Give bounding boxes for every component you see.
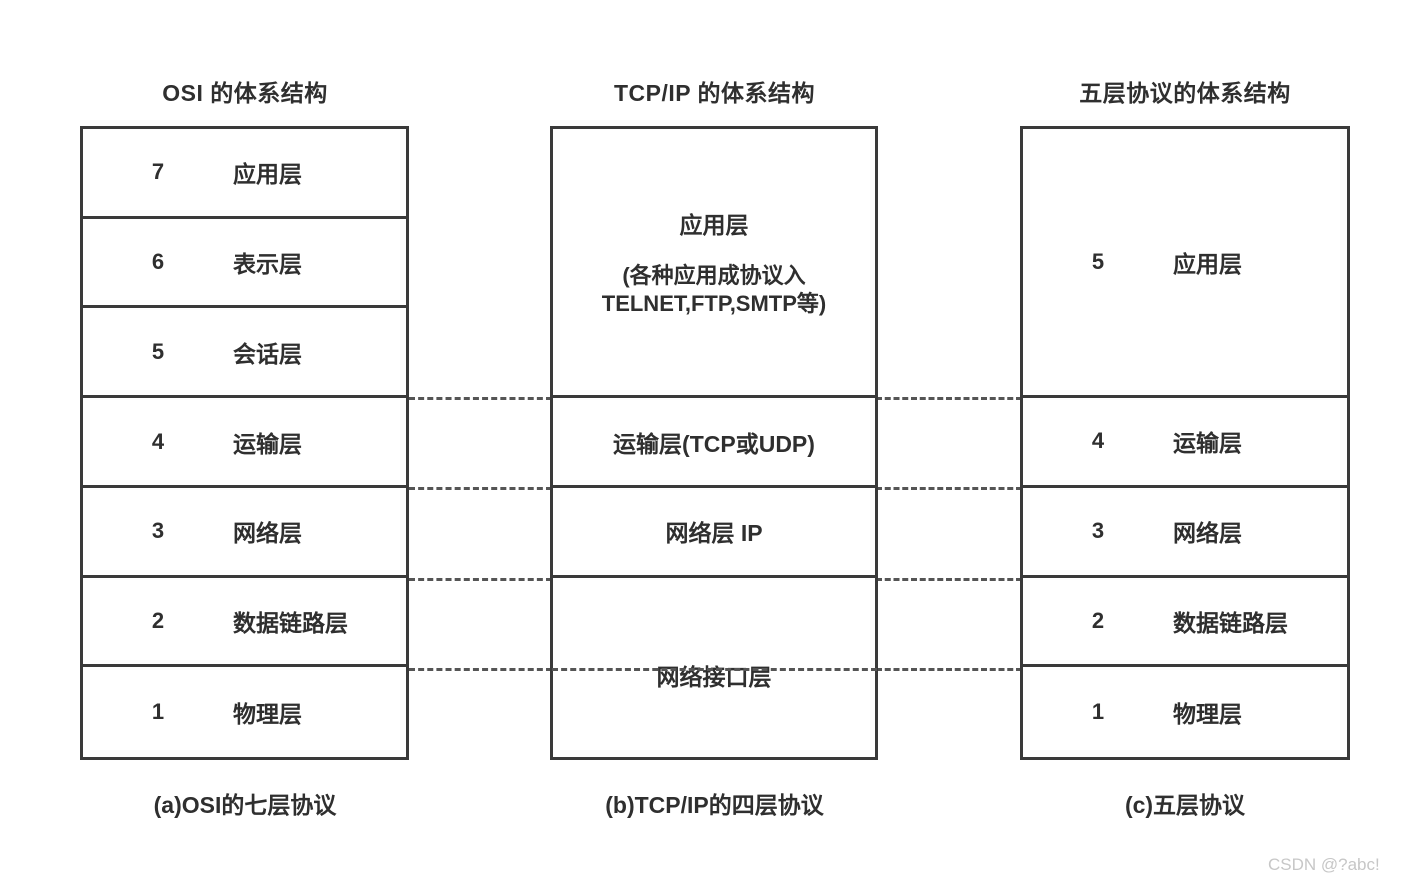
stack-tcpip: 应用层 (各种应用成协议入 TELNET,FTP,SMTP等) 运输层(TCP或… [550,126,878,760]
osi-layer-4[interactable]: 4 运输层 [83,398,406,488]
osi-layer-4-number: 4 [151,428,165,454]
five-layer-1-number: 1 [1091,698,1105,724]
tcpip-transport-layer-label: 运输层(TCP或UDP) [613,430,815,457]
osi-layer-2-label: 数据链路层 [233,609,348,636]
osi-layer-1[interactable]: 1 物理层 [83,667,406,757]
osi-layer-5-number: 5 [151,338,165,364]
column-caption-five-layer: (c)五层协议 [1124,792,1246,818]
five-layer-2-label: 数据链路层 [1173,609,1288,636]
five-layer-2-number: 2 [1091,607,1105,633]
five-layer-5-number: 5 [1091,249,1105,275]
osi-layer-7-label: 应用层 [233,161,302,188]
tcpip-network-layer[interactable]: 网络层 IP [553,487,875,578]
connector-dash-osi-tcpip-network-bottom [409,578,552,581]
watermark-text: CSDN @?abc! [1268,855,1380,874]
connector-dash-tcpip-five-interface [876,668,1022,671]
osi-layer-6-number: 6 [151,249,165,275]
connector-dash-through-interface-layer [552,668,877,671]
five-layer-4-label: 运输层 [1173,430,1242,457]
connector-dash-osi-tcpip-interface [409,668,552,671]
five-layer-4[interactable]: 4 运输层 [1023,398,1347,488]
connector-dash-tcpip-five-transport-top [876,397,1022,400]
tcpip-application-layer[interactable]: 应用层 (各种应用成协议入 TELNET,FTP,SMTP等) [553,129,875,399]
five-layer-2[interactable]: 2 数据链路层 [1023,577,1347,667]
tcpip-application-layer-detail-line1: (各种应用成协议入 [622,263,806,289]
osi-layer-2[interactable]: 2 数据链路层 [83,577,406,668]
osi-layer-7[interactable]: 7 应用层 [83,129,406,219]
osi-layer-3[interactable]: 3 网络层 [83,487,406,578]
osi-layer-4-label: 运输层 [233,430,302,457]
five-layer-1[interactable]: 1 物理层 [1023,666,1347,757]
osi-layer-6[interactable]: 6 表示层 [83,218,406,309]
five-layer-3[interactable]: 3 网络层 [1023,487,1347,578]
osi-layer-3-label: 网络层 [233,520,302,547]
column-caption-tcpip: (b)TCP/IP的四层协议 [605,792,824,818]
column-caption-osi: (a)OSI的七层协议 [153,792,337,818]
osi-layer-6-label: 表示层 [233,251,302,278]
five-layer-5-label: 应用层 [1173,251,1242,278]
column-header-five-layer: 五层协议的体系结构 [1079,80,1291,106]
connector-dash-osi-tcpip-transport-top [409,397,552,400]
tcpip-application-layer-detail: (各种应用成协议入 TELNET,FTP,SMTP等) [602,262,827,318]
connector-dash-osi-tcpip-transport-bottom [409,487,552,490]
osi-layer-5[interactable]: 5 会话层 [83,308,406,399]
stack-five-layer: 5 应用层 4 运输层 3 网络层 2 数据链路层 1 物理层 [1020,126,1350,760]
tcpip-application-layer-detail-line2: TELNET,FTP,SMTP等) [601,291,827,317]
connector-dash-tcpip-five-transport-bottom [876,487,1022,490]
osi-layer-2-number: 2 [151,607,165,633]
osi-layer-5-label: 会话层 [233,340,302,367]
tcpip-network-layer-label: 网络层 IP [665,520,763,547]
tcpip-transport-layer[interactable]: 运输层(TCP或UDP) [553,398,875,488]
tcpip-application-layer-title: 应用层 [679,212,749,239]
column-header-osi: OSI 的体系结构 [162,80,328,106]
five-layer-5[interactable]: 5 应用层 [1023,129,1347,399]
stack-osi: 7 应用层 6 表示层 5 会话层 4 运输层 3 网络层 2 数据链路层 1 … [80,126,409,760]
five-layer-3-label: 网络层 [1173,520,1242,547]
five-layer-1-label: 物理层 [1173,700,1242,727]
osi-layer-7-number: 7 [151,159,165,185]
osi-layer-1-label: 物理层 [233,701,302,728]
osi-layer-3-number: 3 [151,518,165,544]
tcpip-interface-layer-label: 网络接口层 [553,655,875,694]
osi-layer-1-number: 1 [151,699,165,725]
five-layer-4-number: 4 [1091,428,1105,454]
connector-dash-tcpip-five-network-bottom [876,578,1022,581]
column-header-tcpip: TCP/IP 的体系结构 [613,80,816,106]
tcpip-interface-layer[interactable]: 网络接口层 [553,577,875,758]
five-layer-3-number: 3 [1091,518,1105,544]
